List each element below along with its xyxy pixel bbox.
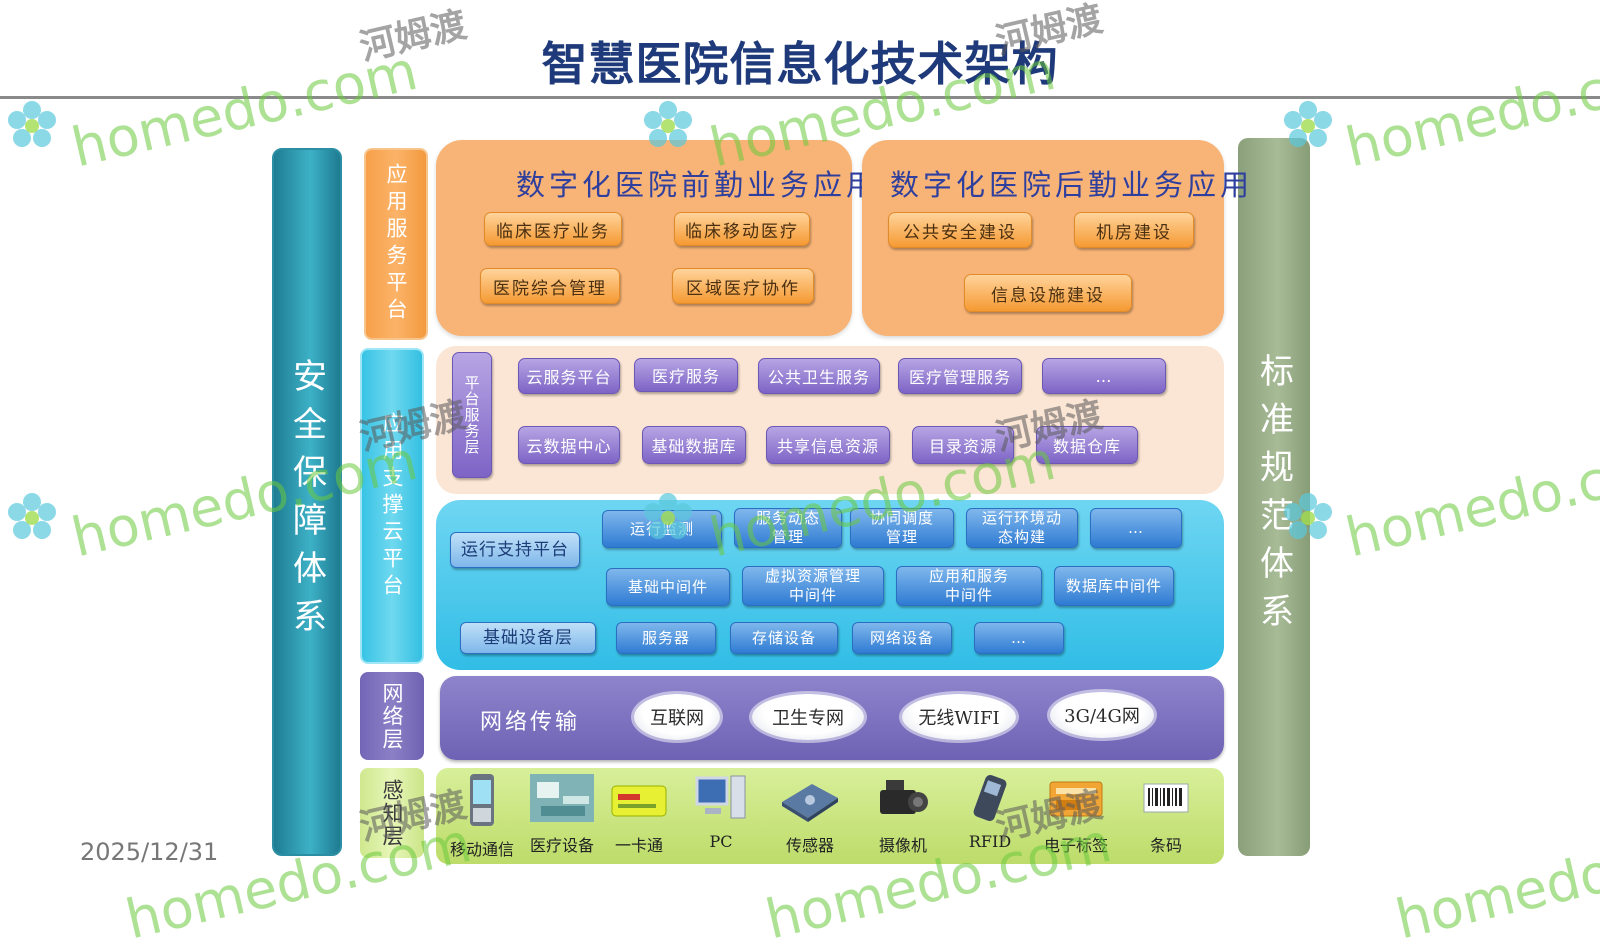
- platform-item: 医疗管理服务: [898, 358, 1022, 394]
- runtime-item: 协同调度 管理: [850, 508, 954, 548]
- back-item: 信息设施建设: [964, 274, 1132, 312]
- device-label: 条码: [1149, 836, 1182, 855]
- cloud-mobile-network: 3G/4G网: [1050, 692, 1154, 738]
- infra-item: 服务器: [616, 622, 716, 654]
- runtime-support-panel: 运行支持平台 运行监测 服务动态 管理 协同调度 管理 运行环境动 态构建 … …: [436, 500, 1224, 670]
- platform-item: 医疗服务: [634, 358, 738, 392]
- front-item: 区域医疗协作: [672, 268, 814, 304]
- front-business-title: 数字化医院前勤业务应用: [516, 168, 880, 202]
- platform-item: 云服务平台: [518, 358, 620, 394]
- infrastructure-label: 基础设备层: [460, 622, 596, 654]
- slide-date: 2025/12/31: [80, 838, 219, 866]
- front-item: 临床移动医疗: [674, 212, 810, 246]
- title-divider: [0, 96, 1600, 99]
- pc-icon: [695, 775, 746, 819]
- runtime-item: 数据库中间件: [1054, 566, 1174, 606]
- platform-item: 共享信息资源: [766, 426, 890, 464]
- platform-item: …: [1042, 358, 1166, 394]
- runtime-item: 运行环境动 态构建: [966, 508, 1078, 548]
- device-label: 医疗设备: [529, 836, 594, 855]
- electronic-tag-icon: [1049, 781, 1103, 817]
- cloud-internet: 互联网: [634, 694, 720, 740]
- watermark-flower-icon: [644, 101, 692, 147]
- watermark-text: homedo.com: [1340, 428, 1600, 570]
- watermark-text: homedo.com: [1390, 810, 1600, 951]
- network-transport-label: 网络传输: [480, 710, 581, 735]
- device-card: 一卡通: [604, 772, 674, 856]
- device-label: PC: [709, 832, 733, 851]
- sensor-icon: [782, 784, 838, 822]
- device-camera: 摄像机: [866, 772, 940, 856]
- back-business-panel: 数字化医院后勤业务应用 公共安全建设 机房建设 信息设施建设: [862, 140, 1249, 336]
- layer-label-cloud: 应用支撑云平台: [360, 348, 424, 664]
- back-business-title: 数字化医院后勤业务应用: [890, 168, 1254, 202]
- watermark-flower-icon: [8, 101, 56, 147]
- watermark-flower-icon: [8, 493, 56, 539]
- cloud-health-network: 卫生专网: [752, 694, 864, 740]
- runtime-item: …: [1090, 508, 1182, 548]
- cloud-wifi: 无线WIFI: [902, 694, 1016, 740]
- watermark-flower-icon: [1284, 493, 1332, 539]
- infra-item: 网络设备: [852, 622, 952, 654]
- device-sensor: 传感器: [770, 772, 850, 856]
- platform-service-panel: 平台服务层 云服务平台 医疗服务 公共卫生服务 医疗管理服务 … 云数据中心 基…: [436, 346, 1224, 494]
- security-pillar: 安全保障体系: [272, 148, 342, 856]
- runtime-item: 应用和服务 中间件: [896, 566, 1042, 606]
- device-medical: 医疗设备: [522, 772, 602, 856]
- infra-item: 存储设备: [730, 622, 838, 654]
- smart-card-icon: [611, 785, 667, 817]
- mobile-phone-icon: [470, 774, 494, 826]
- runtime-item: 基础中间件: [606, 568, 730, 606]
- device-label: 移动通信: [449, 840, 514, 859]
- watermark-flower-icon: [644, 493, 692, 539]
- page-title: 智慧医院信息化技术架构: [541, 37, 1059, 91]
- layer-label-app: 应用服务平台: [364, 148, 428, 340]
- watermark-flower-icon: [1284, 101, 1332, 147]
- platform-item: 云数据中心: [518, 426, 620, 464]
- platform-service-label: 平台服务层: [452, 352, 492, 478]
- back-item: 公共安全建设: [888, 212, 1032, 248]
- front-item: 医院综合管理: [480, 268, 620, 304]
- barcode-icon: [1143, 783, 1189, 813]
- medical-equipment-icon: [530, 774, 594, 822]
- device-label: 一卡通: [614, 836, 663, 855]
- device-label: RFID: [968, 832, 1012, 851]
- device-tag: 电子标签: [1036, 772, 1116, 856]
- front-business-panel: 数字化医院前勤业务应用 临床医疗业务 临床移动医疗 医院综合管理 区域医疗协作: [436, 140, 875, 336]
- platform-item: 基础数据库: [642, 426, 746, 464]
- back-item: 机房建设: [1074, 212, 1194, 248]
- layer-label-sensing: 感知层: [360, 768, 424, 858]
- device-label: 传感器: [785, 836, 834, 855]
- device-barcode: 条码: [1136, 772, 1196, 856]
- platform-item: 公共卫生服务: [758, 358, 880, 394]
- runtime-item: 虚拟资源管理 中间件: [742, 566, 884, 606]
- front-item: 临床医疗业务: [484, 212, 622, 246]
- platform-item: 数据仓库: [1036, 426, 1138, 464]
- device-mobile: 移动通信: [442, 772, 522, 860]
- device-label: 电子标签: [1043, 836, 1108, 855]
- infra-item: …: [974, 622, 1064, 654]
- device-pc: PC: [686, 772, 756, 851]
- platform-item: 目录资源: [912, 426, 1014, 464]
- standard-pillar: 标准规范体系: [1238, 138, 1310, 856]
- device-rfid: RFID: [960, 772, 1020, 851]
- rfid-reader-icon: [973, 774, 1007, 822]
- runtime-support-label: 运行支持平台: [450, 532, 580, 568]
- device-label: 摄像机: [878, 836, 927, 855]
- camera-icon: [880, 780, 928, 814]
- runtime-item: 服务动态 管理: [734, 508, 842, 548]
- layer-label-network: 网络层: [360, 672, 424, 760]
